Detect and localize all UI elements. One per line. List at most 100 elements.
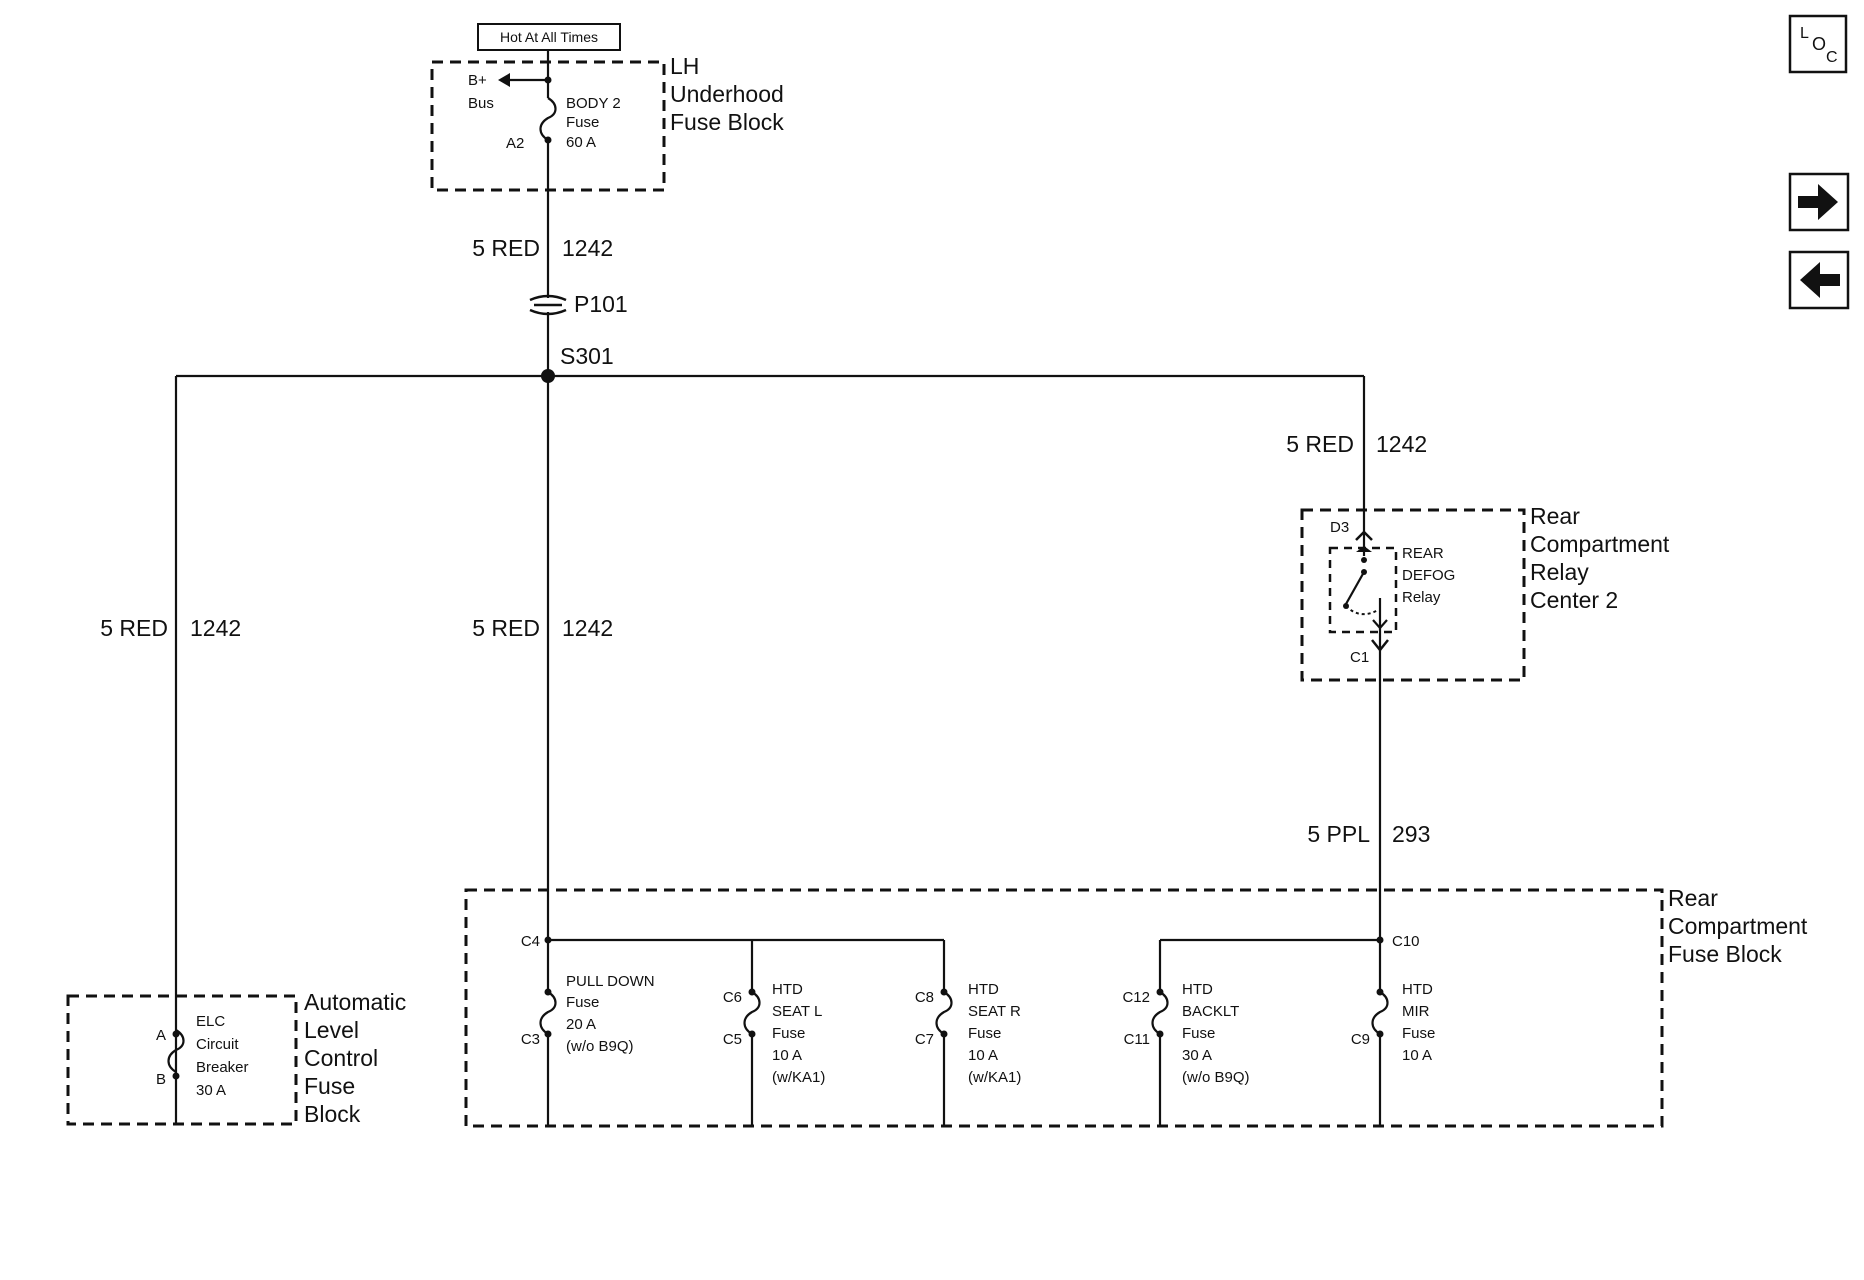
svg-text:20 A: 20 A bbox=[566, 1016, 596, 1033]
svg-text:HTD: HTD bbox=[772, 981, 803, 998]
fuse-htd-seat-l: C6 C5 HTD SEAT L Fuse 10 A (w/KA1) bbox=[723, 940, 825, 1126]
svg-text:10 A: 10 A bbox=[968, 1047, 998, 1064]
svg-text:C3: C3 bbox=[521, 1031, 540, 1048]
connector-p101-label: P101 bbox=[574, 291, 628, 317]
hot-at-all-times-label: Hot At All Times bbox=[477, 23, 621, 51]
svg-text:C6: C6 bbox=[723, 989, 742, 1006]
svg-text:PULL DOWN: PULL DOWN bbox=[566, 973, 655, 990]
svg-text:30 A: 30 A bbox=[1182, 1047, 1212, 1064]
svg-text:Level: Level bbox=[304, 1017, 359, 1043]
relay-output-circuit-number: 293 bbox=[1392, 821, 1430, 847]
svg-text:Fuse: Fuse bbox=[566, 994, 599, 1011]
loc-o-glyph: O bbox=[1812, 34, 1826, 54]
svg-text:C8: C8 bbox=[915, 989, 934, 1006]
location-button[interactable]: L O C bbox=[1788, 14, 1848, 74]
svg-text:Rear: Rear bbox=[1668, 885, 1718, 911]
rear-fuse-block-name: Rear Compartment Fuse Block bbox=[1668, 885, 1808, 967]
svg-text:Center 2: Center 2 bbox=[1530, 587, 1618, 613]
fuse-pull-down: C3 PULL DOWN Fuse 20 A (w/o B9Q) bbox=[521, 940, 655, 1126]
fuse-htd-seat-r: C8 C7 HTD SEAT R Fuse 10 A (w/KA1) bbox=[915, 940, 1021, 1126]
prev-page-button[interactable] bbox=[1788, 250, 1850, 310]
wire-color-label: 5 RED bbox=[472, 235, 540, 261]
svg-text:Rear: Rear bbox=[1530, 503, 1580, 529]
rear-fuse-block-outline bbox=[464, 888, 1664, 1128]
bus-node bbox=[544, 76, 552, 84]
svg-text:HTD: HTD bbox=[1182, 981, 1213, 998]
loc-l-glyph: L bbox=[1800, 25, 1809, 42]
relay-output-wire-color: 5 PPL bbox=[1307, 821, 1370, 847]
svg-text:C7: C7 bbox=[915, 1031, 934, 1048]
svg-text:(w/KA1): (w/KA1) bbox=[968, 1069, 1021, 1086]
svg-text:30 A: 30 A bbox=[196, 1082, 226, 1099]
pin-c10: C10 bbox=[1392, 933, 1420, 950]
svg-text:SEAT R: SEAT R bbox=[968, 1003, 1021, 1020]
svg-text:Fuse: Fuse bbox=[1402, 1025, 1435, 1042]
svg-text:Breaker: Breaker bbox=[196, 1059, 249, 1076]
fuse-htd-backlt: C12 C11 HTD BACKLT Fuse 30 A (w/o B9Q) bbox=[1122, 940, 1250, 1126]
svg-text:Circuit: Circuit bbox=[196, 1036, 239, 1053]
bus-arrow-icon bbox=[498, 73, 510, 87]
rear-defog-relay-label: REAR DEFOG Relay bbox=[1402, 545, 1455, 606]
relay-circuit-number: 1242 bbox=[1376, 431, 1427, 457]
svg-text:Hot At All Times: Hot At All Times bbox=[500, 29, 598, 45]
rear-defog-relay-symbol bbox=[1343, 532, 1388, 630]
svg-text:C11: C11 bbox=[1124, 1031, 1150, 1048]
svg-text:10 A: 10 A bbox=[772, 1047, 802, 1064]
elc-fuse-block-outline bbox=[66, 994, 298, 1126]
svg-text:Fuse: Fuse bbox=[1182, 1025, 1215, 1042]
elc-breaker-symbol bbox=[167, 1029, 185, 1073]
svg-text:C5: C5 bbox=[723, 1031, 742, 1048]
fuse-htd-mir: C9 HTD MIR Fuse 10 A bbox=[1351, 940, 1435, 1126]
svg-text:SEAT L: SEAT L bbox=[772, 1003, 822, 1020]
svg-text:Compartment: Compartment bbox=[1530, 531, 1670, 557]
circuit-number-label: 1242 bbox=[562, 235, 613, 261]
arrow-left-icon bbox=[1800, 262, 1840, 298]
svg-text:ELC: ELC bbox=[196, 1013, 225, 1030]
terminal-a2: A2 bbox=[506, 135, 524, 152]
svg-text:Fuse: Fuse bbox=[968, 1025, 1001, 1042]
svg-text:Fuse: Fuse bbox=[566, 114, 599, 131]
elc-pin-b-node bbox=[172, 1072, 180, 1080]
splice-s301-label: S301 bbox=[560, 343, 614, 369]
svg-text:Fuse Block: Fuse Block bbox=[670, 109, 784, 135]
svg-text:Relay: Relay bbox=[1530, 559, 1589, 585]
svg-text:(w/KA1): (w/KA1) bbox=[772, 1069, 825, 1086]
svg-text:Automatic: Automatic bbox=[304, 989, 406, 1015]
svg-text:(w/o B9Q): (w/o B9Q) bbox=[1182, 1069, 1250, 1086]
relay-pin-d3: D3 bbox=[1330, 519, 1349, 536]
svg-text:DEFOG: DEFOG bbox=[1402, 567, 1455, 584]
bus-label: B+ bbox=[468, 72, 487, 89]
svg-text:Block: Block bbox=[304, 1101, 361, 1127]
svg-text:10 A: 10 A bbox=[1402, 1047, 1432, 1064]
svg-text:LH: LH bbox=[670, 53, 699, 79]
svg-text:Fuse Block: Fuse Block bbox=[1668, 941, 1782, 967]
svg-text:HTD: HTD bbox=[968, 981, 999, 998]
body2-fuse-symbol bbox=[539, 97, 557, 141]
relay-center-name: Rear Compartment Relay Center 2 bbox=[1530, 503, 1670, 613]
underhood-fuse-block-name: LH Underhood Fuse Block bbox=[670, 53, 784, 135]
svg-text:60 A: 60 A bbox=[566, 134, 596, 151]
svg-text:C12: C12 bbox=[1122, 989, 1150, 1006]
elc-pin-a-node bbox=[172, 1030, 180, 1038]
elc-breaker-label: ELC Circuit Breaker 30 A bbox=[196, 1013, 249, 1099]
elc-circuit-number: 1242 bbox=[190, 615, 241, 641]
svg-text:BODY 2: BODY 2 bbox=[566, 95, 621, 112]
svg-text:MIR: MIR bbox=[1402, 1003, 1430, 1020]
bus-label-2: Bus bbox=[468, 95, 494, 112]
elc-wire-color: 5 RED bbox=[100, 615, 168, 641]
svg-text:Fuse: Fuse bbox=[772, 1025, 805, 1042]
elc-pin-b: B bbox=[156, 1071, 166, 1088]
svg-text:(w/o B9Q): (w/o B9Q) bbox=[566, 1038, 634, 1055]
next-page-button[interactable] bbox=[1788, 172, 1850, 232]
relay-pin-c1: C1 bbox=[1350, 649, 1369, 666]
elc-fuse-block-name: Automatic Level Control Fuse Block bbox=[304, 989, 406, 1127]
middle-wire-color: 5 RED bbox=[472, 615, 540, 641]
svg-text:Control: Control bbox=[304, 1045, 378, 1071]
arrow-right-icon bbox=[1798, 184, 1838, 220]
svg-text:REAR: REAR bbox=[1402, 545, 1444, 562]
elc-pin-a: A bbox=[156, 1027, 166, 1044]
p101-connector-icon bbox=[529, 294, 567, 316]
svg-text:Compartment: Compartment bbox=[1668, 913, 1808, 939]
svg-text:Fuse: Fuse bbox=[304, 1073, 355, 1099]
